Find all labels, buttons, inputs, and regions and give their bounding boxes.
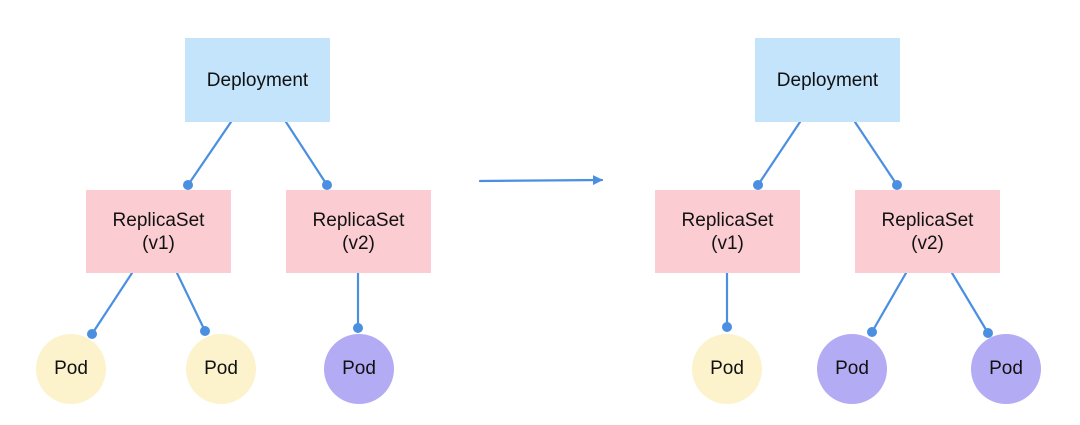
pod-v1-after-1: Pod (692, 334, 762, 404)
pod-label: Pod (989, 358, 1023, 379)
connector-deploy-rs1-left (186, 120, 233, 187)
pod-v2-after-2: Pod (971, 334, 1041, 404)
connector-rs1-pod2-left (175, 271, 207, 333)
pod-v1-before-2: Pod (186, 334, 256, 404)
replicaset-name: ReplicaSet (681, 209, 774, 231)
deployment-box-before: Deployment (185, 38, 330, 122)
replicaset-v2-box-before: ReplicaSet (v2) (286, 190, 431, 273)
replicaset-version: (v2) (342, 232, 375, 254)
replicaset-version: (v2) (911, 232, 944, 254)
replicaset-v1-box-after: ReplicaSet (v1) (655, 190, 800, 273)
connector-rs1-pod1-left (90, 271, 134, 336)
transition-arrow (478, 175, 604, 186)
connector-deploy-rs1-right (756, 120, 802, 187)
connector-dot (722, 322, 732, 332)
connector-deploy-rs2-left (284, 120, 329, 187)
connector-dot (867, 327, 877, 337)
connector-dot (322, 180, 332, 190)
replicaset-version: (v1) (711, 232, 744, 254)
connector-deploy-rs2-right (853, 120, 899, 187)
connector-rs2-pod2-right (870, 271, 908, 334)
connector-dot (353, 323, 363, 333)
connector-dot (753, 180, 763, 190)
deployment-label: Deployment (776, 69, 879, 91)
pod-v1-before-1: Pod (36, 334, 106, 404)
replicaset-v1-box-before: ReplicaSet (v1) (86, 190, 231, 273)
replicaset-name: ReplicaSet (312, 209, 405, 231)
pod-v2-after-1: Pod (817, 334, 887, 404)
pod-label: Pod (54, 358, 88, 379)
pod-label: Pod (835, 358, 869, 379)
deployment-label: Deployment (206, 69, 309, 91)
connector-dot (183, 180, 193, 190)
replicaset-version: (v1) (142, 232, 175, 254)
connector-dot (983, 328, 993, 338)
connector-dot (892, 180, 902, 190)
pod-v2-before-1: Pod (324, 334, 394, 404)
connector-dot (200, 326, 210, 336)
replicaset-name: ReplicaSet (112, 209, 205, 231)
connector-dot (87, 329, 97, 339)
connector-rs2-pod3-right (950, 271, 990, 335)
pod-label: Pod (342, 358, 376, 379)
pod-label: Pod (710, 358, 744, 379)
replicaset-v2-box-after: ReplicaSet (v2) (855, 190, 1000, 273)
deployment-box-after: Deployment (755, 38, 900, 122)
replicaset-name: ReplicaSet (881, 209, 974, 231)
pod-label: Pod (204, 358, 238, 379)
